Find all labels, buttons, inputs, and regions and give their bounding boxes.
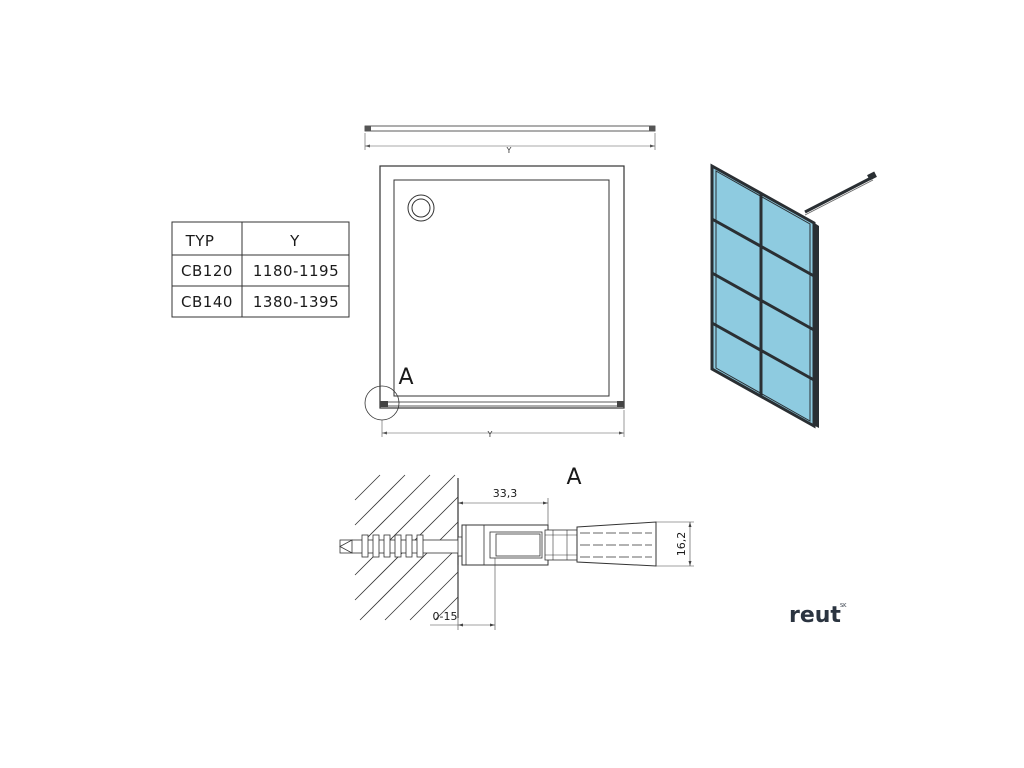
dim-adjust-label: 0-15 — [433, 610, 458, 623]
detail-a-section: A — [339, 465, 694, 630]
table-header-y: Y — [289, 232, 300, 250]
front-profile-view: Y — [364, 125, 656, 155]
wall-profile — [461, 524, 549, 566]
dim-height-label: 16,2 — [675, 532, 688, 557]
dim-height: 16,2 — [656, 521, 694, 567]
wall-anchor — [339, 534, 471, 558]
drain-icon — [407, 194, 435, 222]
plan-view: A Y — [364, 165, 625, 439]
dim-width-label: 33,3 — [493, 487, 518, 500]
dim-label-top: Y — [506, 146, 512, 155]
detail-marker-label: A — [398, 365, 413, 390]
brand-logo: reut SK — [789, 603, 847, 628]
table-header-typ: TYP — [185, 232, 215, 250]
table-cell-y-1: 1180-1195 — [253, 262, 339, 280]
spec-table: TYP Y CB120 1180-1195 CB140 1380-1395 — [171, 221, 350, 318]
glass-section — [544, 521, 657, 567]
dim-adjust: 0-15 — [430, 558, 496, 630]
table-cell-typ-2: CB140 — [181, 293, 233, 311]
table-cell-y-2: 1380-1395 — [253, 293, 339, 311]
table-cell-typ-1: CB120 — [181, 262, 233, 280]
detail-title: A — [566, 465, 581, 490]
logo-superscript: SK — [840, 603, 847, 609]
logo-text: reut — [789, 603, 841, 628]
dim-label-bottom: Y — [487, 430, 493, 439]
dim-width: 33,3 — [458, 487, 549, 525]
glass-panel-3d — [710, 163, 877, 429]
